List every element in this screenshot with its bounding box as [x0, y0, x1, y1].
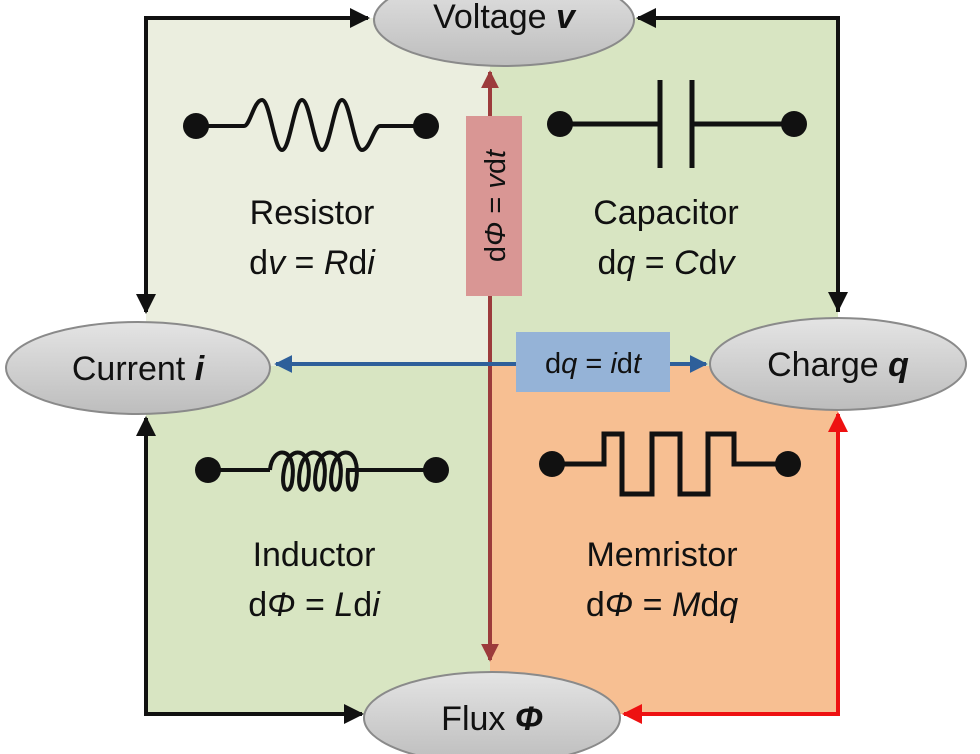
resistor-equation: dv = Rdi	[249, 244, 376, 282]
arrow-memristor-link	[622, 480, 840, 724]
inductor-symbol-icon	[195, 450, 449, 492]
capacitor-equation: dq = Cdv	[597, 244, 736, 282]
charge-current-relation: dq = idt	[545, 348, 643, 380]
capacitor-quadrant	[490, 18, 838, 366]
inductor-equation: dΦ = Ldi	[248, 586, 381, 624]
charge-node: Charge q	[709, 317, 967, 411]
charge-current-label-box	[516, 332, 670, 392]
memristor-quadrant	[490, 366, 838, 714]
arrow-current-to-flux	[144, 420, 364, 724]
capacitor-name: Capacitor	[593, 194, 739, 232]
current-node: Current i	[5, 321, 271, 415]
memristor-name: Memristor	[586, 536, 737, 574]
capacitor-symbol-icon	[547, 80, 807, 168]
memristor-equation: dΦ = Mdq	[586, 586, 738, 624]
inductor-quadrant	[146, 366, 490, 714]
resistor-quadrant	[146, 18, 490, 366]
voltage-node: Voltage v	[373, 0, 635, 67]
memristor-symbol-icon	[539, 431, 801, 497]
svg-text:Flux Φ: Flux Φ	[441, 700, 543, 738]
svg-text:Current i: Current i	[72, 350, 206, 388]
resistor-symbol-icon	[183, 97, 439, 153]
flux-voltage-relation: dΦ = vdt	[480, 148, 512, 262]
arrow-current-to-voltage	[144, 8, 370, 300]
flux-voltage-label-box	[466, 116, 522, 296]
svg-text:Charge q: Charge q	[767, 346, 909, 384]
flux-node: Flux Φ	[363, 671, 621, 754]
arrow-voltage-to-charge	[636, 8, 840, 312]
svg-text:Voltage v: Voltage v	[433, 0, 577, 36]
resistor-name: Resistor	[250, 194, 375, 232]
inductor-name: Inductor	[253, 536, 376, 574]
